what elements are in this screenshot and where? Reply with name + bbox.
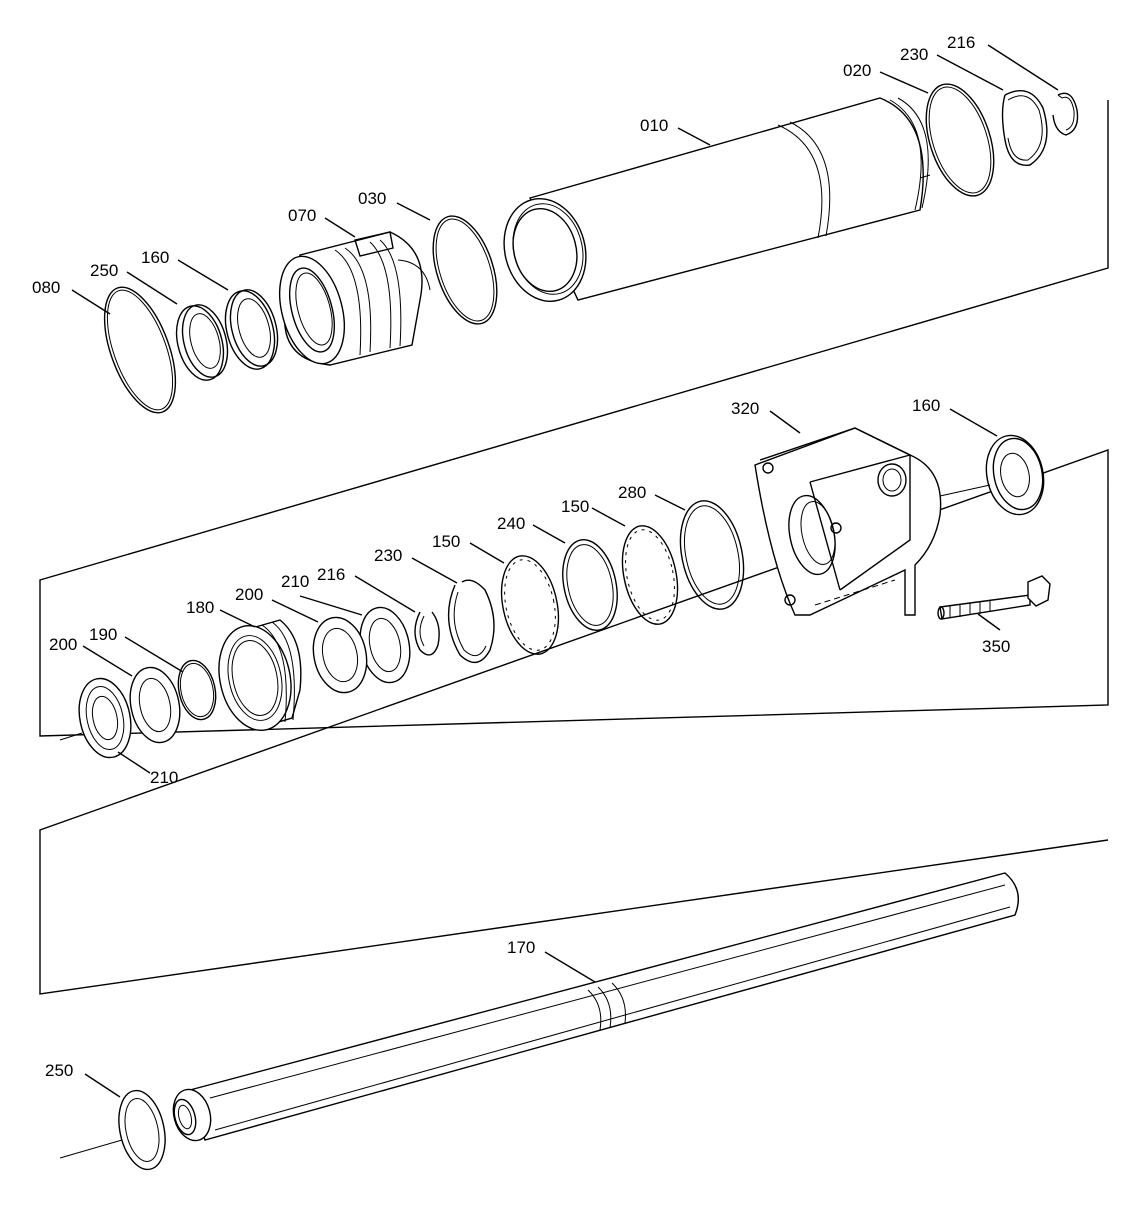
label-280: 280	[618, 483, 646, 502]
label-250-bottom: 250	[45, 1061, 73, 1080]
label-010: 010	[640, 116, 668, 135]
label-240: 240	[497, 514, 525, 533]
label-210-a: 210	[281, 572, 309, 591]
label-210-b: 210	[150, 768, 178, 787]
label-070: 070	[288, 206, 316, 225]
leader-lines	[71, 44, 1059, 1098]
part-210-ring-b	[78, 677, 132, 759]
part-320-rod-end-eye	[754, 427, 942, 616]
part-180-piston	[218, 619, 302, 732]
panel-frames	[39, 100, 1109, 995]
callout-labels: 010 020 230 216 030 070 160 250 080 320 …	[32, 33, 1010, 1080]
part-010-cylinder-tube	[503, 97, 929, 302]
part-216-retaining-ring-top	[1052, 92, 1079, 136]
label-350: 350	[982, 637, 1010, 656]
label-080: 080	[32, 278, 60, 297]
label-250-top: 250	[90, 261, 118, 280]
axis-lines	[59, 174, 991, 1159]
label-190: 190	[89, 625, 117, 644]
part-230-snap-ring-top	[1001, 90, 1048, 166]
label-320: 320	[731, 399, 759, 418]
label-150-a: 150	[561, 497, 589, 516]
label-150-b: 150	[432, 532, 460, 551]
label-200-a: 200	[235, 585, 263, 604]
part-200-ring-a	[312, 616, 368, 694]
part-250-wiper-ring-bottom	[118, 1089, 166, 1171]
part-250-wiper-ring	[175, 304, 229, 381]
label-170: 170	[507, 938, 535, 957]
part-230-snap-ring-mid	[447, 579, 495, 663]
part-150-backup-ring-b	[500, 555, 560, 655]
part-240-ring	[562, 538, 618, 632]
label-230-top: 230	[900, 45, 928, 64]
part-216-retaining-ring-mid	[414, 611, 440, 656]
part-160-seal	[224, 289, 279, 370]
part-030-oring	[432, 215, 498, 325]
part-020-oring	[925, 83, 995, 197]
part-200-ring-b	[129, 666, 181, 744]
part-160-seal-mid	[985, 434, 1045, 516]
label-200-b: 200	[49, 635, 77, 654]
part-150-backup-ring-a	[621, 525, 679, 625]
label-030: 030	[358, 189, 386, 208]
label-216-top: 216	[947, 33, 975, 52]
part-280-ring	[679, 500, 745, 610]
part-170-piston-rod	[172, 872, 1019, 1142]
label-230-mid: 230	[374, 546, 402, 565]
label-020: 020	[843, 61, 871, 80]
label-180: 180	[186, 598, 214, 617]
part-070-cylinder-head	[279, 231, 431, 366]
label-216-mid: 216	[317, 565, 345, 584]
label-160-mid: 160	[912, 396, 940, 415]
part-350-bolt	[937, 575, 1051, 620]
part-080-oring	[103, 286, 177, 414]
label-160-top: 160	[141, 248, 169, 267]
part-190-oring	[177, 659, 217, 721]
